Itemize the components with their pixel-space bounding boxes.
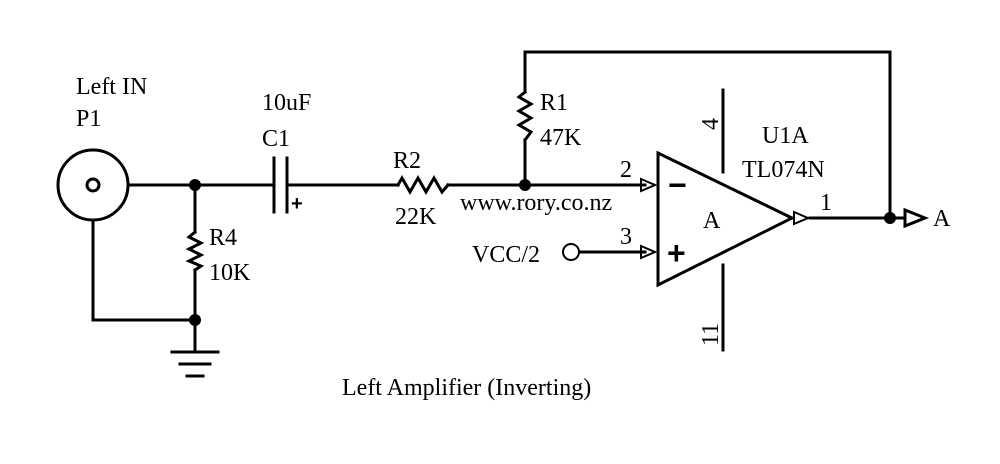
- pin-arrow-icon: [793, 210, 811, 226]
- port-circle-icon: [562, 243, 580, 261]
- junction-dot: [519, 179, 531, 191]
- pin-number-vcc: 4: [698, 118, 724, 130]
- pin-number-non-inverting: 3: [620, 224, 632, 250]
- wire-shield-ground: [91, 218, 197, 322]
- opamp-u1a: − + A 2 3 1 4 11 U1A TL074N: [620, 118, 832, 346]
- ground-icon: [170, 350, 220, 378]
- resistor-designator: R4: [209, 225, 237, 251]
- connector-label: Left IN: [76, 74, 147, 100]
- pin-arrow-icon: [640, 177, 658, 193]
- vcc-half-label: VCC/2: [472, 242, 540, 268]
- wires: [91, 50, 907, 352]
- capacitor-polarity: +: [291, 193, 303, 215]
- capacitor-value: 10uF: [262, 90, 311, 116]
- resistor-r2: R2 22K: [393, 148, 451, 230]
- connector-p1: Left IN P1: [56, 74, 147, 222]
- watermark-text: www.rory.co.nz: [460, 190, 612, 216]
- resistor-value: 22K: [395, 204, 437, 230]
- resistor-r4: R4 10K: [185, 225, 251, 286]
- junction-dot: [189, 314, 201, 326]
- diagram-caption: Left Amplifier (Inverting): [342, 375, 591, 401]
- junction-dot: [189, 179, 201, 191]
- resistor-designator: R2: [393, 148, 421, 174]
- opamp-triangle: [656, 150, 796, 288]
- pin-number-inverting: 2: [620, 157, 632, 183]
- wire-feedback: [523, 50, 892, 220]
- resistor-designator: R1: [540, 90, 568, 116]
- pin-number-vee: 11: [698, 323, 724, 346]
- resistor-value: 47K: [540, 125, 582, 151]
- resistor-r1: R1 47K: [516, 89, 582, 151]
- opamp-section: A: [703, 208, 721, 234]
- capacitor-c1: + 10uF C1: [262, 90, 311, 215]
- output-port-label: A: [933, 206, 951, 232]
- resistor-value: 10K: [209, 260, 251, 286]
- pin-number-output: 1: [820, 190, 832, 216]
- pin-arrow-icon: [640, 244, 658, 260]
- junctions: [189, 179, 896, 326]
- non-inverting-sign: +: [667, 235, 686, 271]
- opamp-designator: U1A: [762, 123, 809, 149]
- junction-dot: [884, 212, 896, 224]
- output-port: A: [903, 206, 951, 232]
- capacitor-designator: C1: [262, 126, 290, 152]
- vcc-half-reference: VCC/2: [472, 242, 580, 268]
- inverting-sign: −: [668, 167, 687, 203]
- port-arrow-icon: [903, 207, 930, 229]
- connector-designator: P1: [76, 106, 101, 132]
- opamp-part: TL074N: [742, 157, 825, 183]
